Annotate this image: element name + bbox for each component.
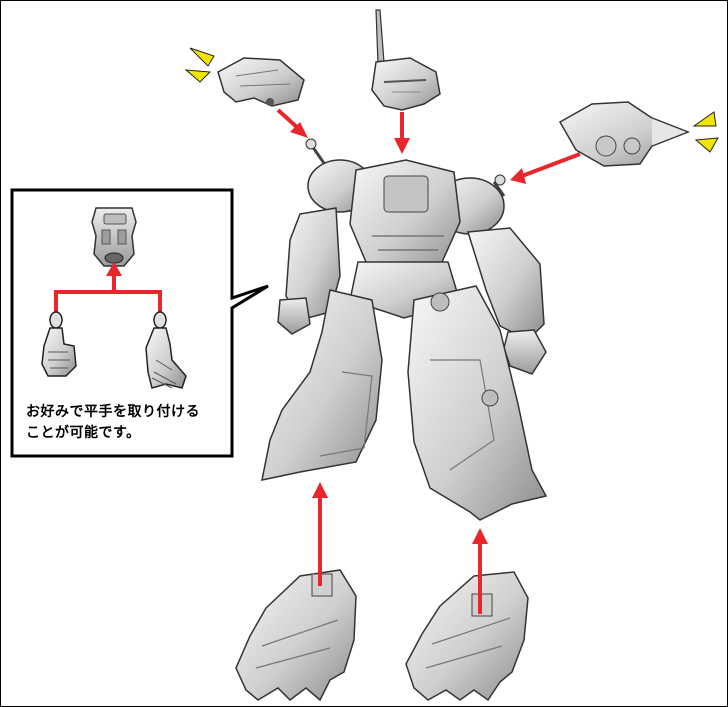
callout-caption: お好みで平手を取り付ける ことが可能です。 [26,402,226,444]
left-foot-part-icon [236,570,356,700]
right-foot-part-icon [406,572,528,700]
callout-line-1: お好みで平手を取り付ける [26,402,226,423]
wrist-part-icon [92,208,136,266]
head-part-icon [372,10,440,110]
right-shoulder-arrow [522,154,580,176]
right-highlight-marks [694,112,718,152]
left-highlight-marks [186,48,214,82]
callout-line-2: ことが可能です。 [26,423,226,444]
robot-body-icon [262,139,546,520]
left-shoulder-armor-icon [218,58,304,106]
